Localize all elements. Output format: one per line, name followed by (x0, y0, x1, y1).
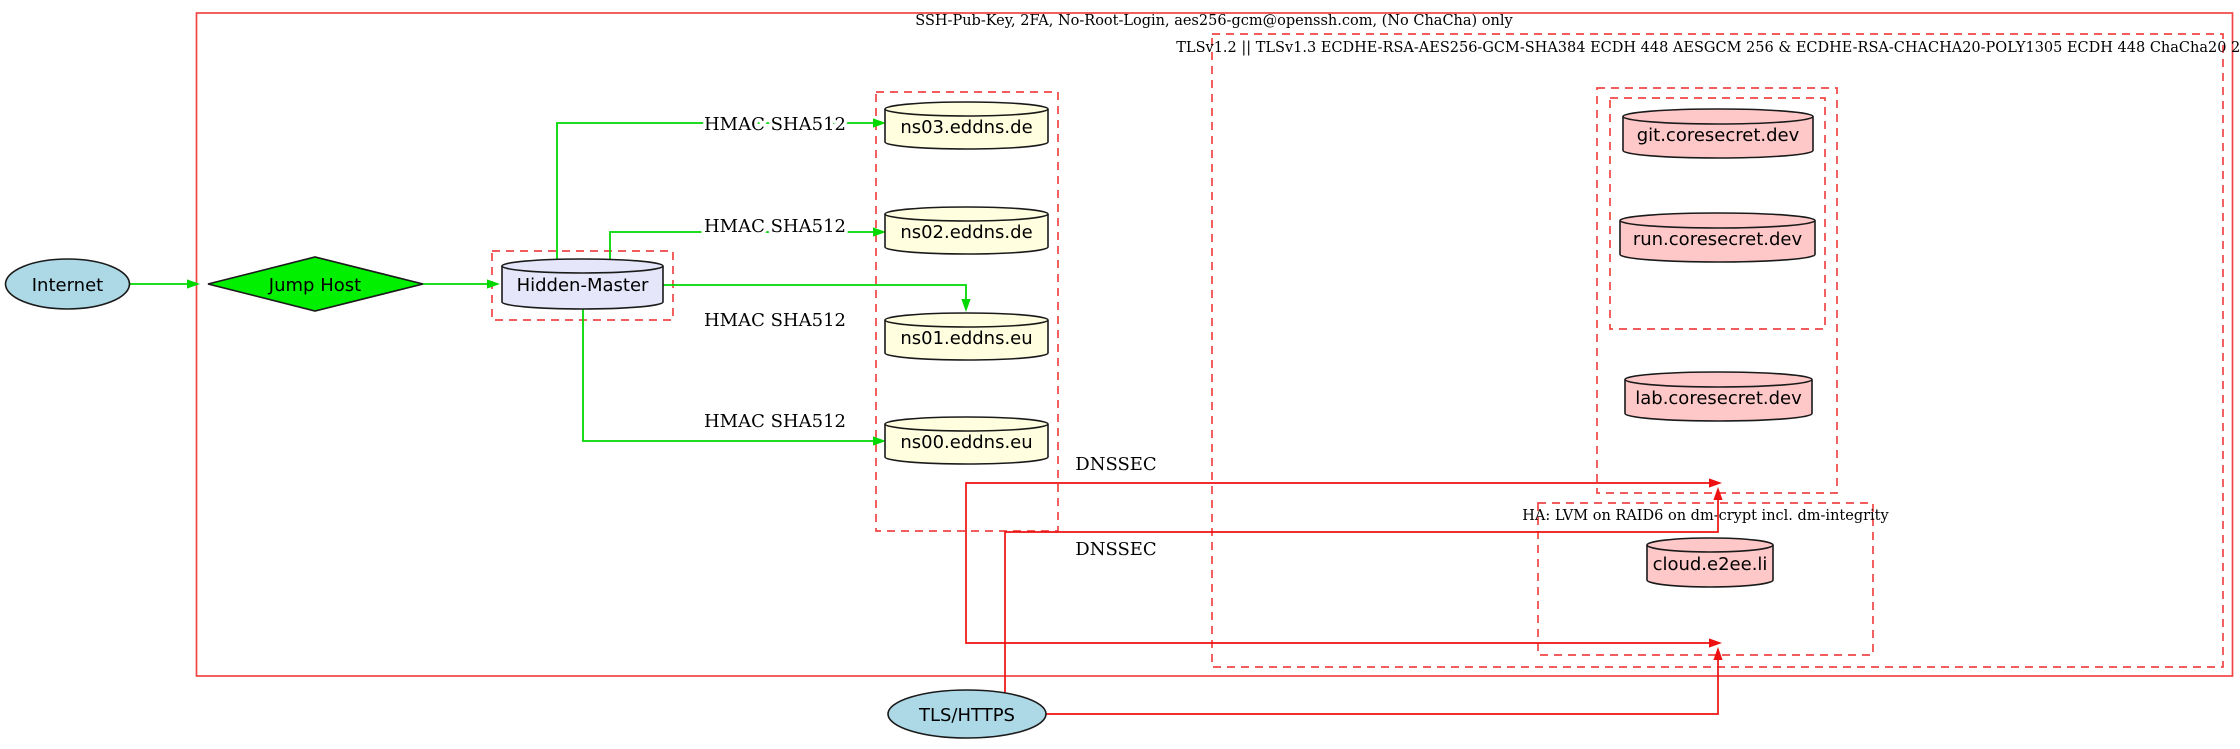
edge-label-hmac-ns01: HMAC SHA512 (704, 310, 846, 331)
cluster-ssh-hardening (195, 12, 2234, 677)
edge-label-hmac-ns02: HMAC SHA512 (704, 216, 846, 237)
jump-host-label: Jump Host (268, 275, 361, 296)
cloud-label: cloud.e2ee.li (1653, 554, 1768, 575)
ns01-label: ns01.eddns.eu (900, 328, 1032, 349)
arrowhead (1713, 487, 1723, 500)
arrowhead (1709, 638, 1722, 648)
ns02-node: ns02.eddns.de (884, 206, 1049, 255)
cloud-node: cloud.e2ee.li (1646, 537, 1774, 588)
cluster-ha-storage (1537, 502, 1874, 656)
arrowhead (1713, 647, 1723, 660)
edge-jumphost-to-hiddenmaster (423, 279, 500, 289)
cluster-coresecret-outer (1596, 87, 1838, 494)
edge-internet-to-jumphost (130, 279, 200, 289)
cluster-tls-label: TLSv1.2 || TLSv1.3 ECDHE-RSA-AES256-GCM-… (1176, 40, 2240, 56)
edge-label-dnssec-top: DNSSEC (1075, 454, 1156, 475)
arrowhead (1709, 478, 1722, 488)
hidden-master-label: Hidden-Master (517, 275, 649, 296)
lab-label: lab.coresecret.dev (1635, 388, 1802, 409)
edge-hiddenmaster-to-ns03 (556, 118, 886, 259)
ns03-label: ns03.eddns.de (900, 117, 1032, 138)
cluster-ha-label: HA: LVM on RAID6 on dm-crypt incl. dm-in… (1522, 508, 1889, 524)
jump-host-node: Jump Host (207, 256, 424, 312)
edge-tls-to-ha (1046, 647, 1723, 715)
git-node: git.coresecret.dev (1622, 108, 1814, 159)
hidden-master-node: Hidden-Master (501, 258, 664, 310)
arrowhead (873, 118, 886, 128)
edge-hiddenmaster-to-ns00 (582, 309, 886, 446)
lab-node: lab.coresecret.dev (1624, 371, 1813, 422)
ns00-node: ns00.eddns.eu (884, 416, 1049, 465)
ns00-label: ns00.eddns.eu (900, 432, 1032, 453)
edge-label-hmac-ns03: HMAC SHA512 (704, 114, 846, 135)
edge-hiddenmaster-to-ns02 (609, 227, 886, 259)
tls-https-node: TLS/HTTPS (887, 689, 1047, 739)
arrowhead (187, 279, 200, 289)
internet-node: Internet (4, 258, 131, 310)
run-node: run.coresecret.dev (1619, 212, 1816, 263)
arrowhead (487, 279, 500, 289)
cluster-coresecret-inner (1609, 97, 1826, 330)
arrowhead (873, 436, 886, 446)
edge-dnssec-to-ha (965, 531, 1722, 648)
ns03-node: ns03.eddns.de (884, 101, 1049, 150)
tls-https-label: TLS/HTTPS (918, 705, 1015, 726)
ns02-label: ns02.eddns.de (900, 222, 1032, 243)
cluster-nameservers (875, 91, 1059, 532)
internet-label: Internet (32, 275, 103, 296)
cluster-ssh-label: SSH-Pub-Key, 2FA, No-Root-Login, aes256-… (915, 13, 1513, 29)
edge-hiddenmaster-to-ns01 (663, 284, 971, 312)
edge-tls-to-coresecret (1004, 487, 1723, 693)
edge-dnssec-to-coresecret (965, 478, 1722, 531)
run-label: run.coresecret.dev (1633, 229, 1803, 250)
edge-label-hmac-ns00: HMAC SHA512 (704, 411, 846, 432)
edge-label-dnssec-bottom: DNSSEC (1075, 539, 1156, 560)
arrowhead (961, 299, 971, 312)
arrowhead (873, 227, 886, 237)
ns01-node: ns01.eddns.eu (884, 312, 1049, 361)
git-label: git.coresecret.dev (1637, 125, 1800, 146)
